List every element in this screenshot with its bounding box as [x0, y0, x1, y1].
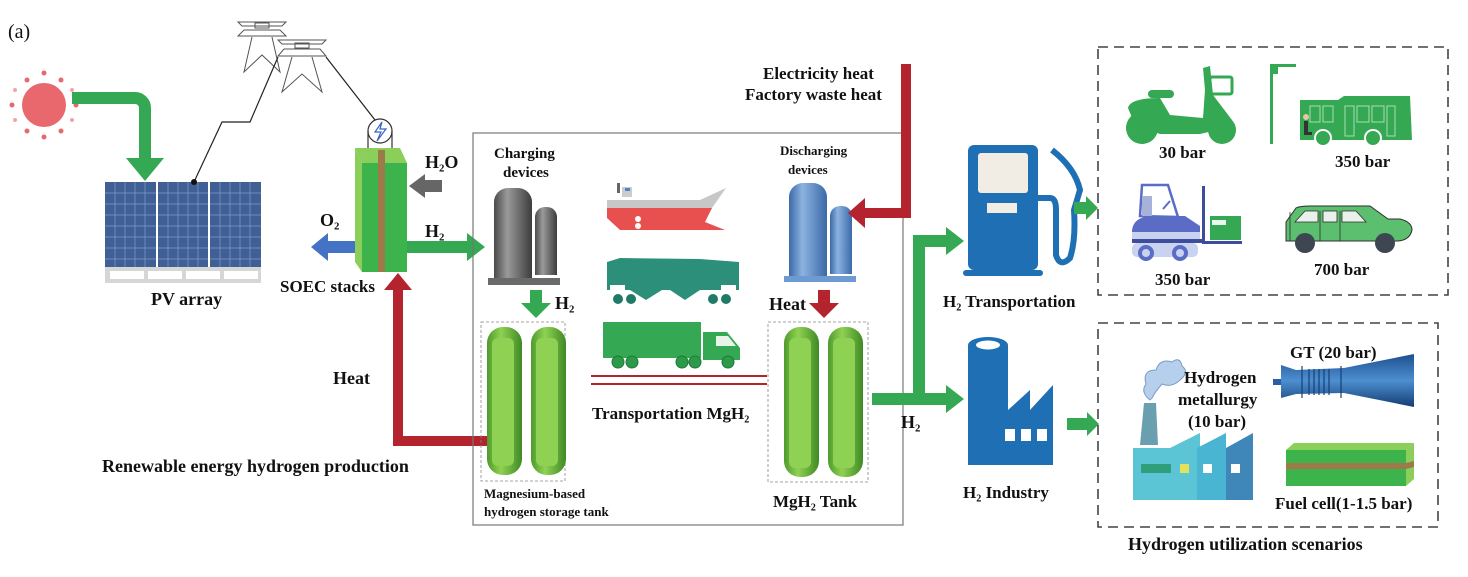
mg-tank-frame [480, 321, 566, 482]
h2-supply-label: H₂ [425, 221, 444, 241]
mg-tank-label-1: Magnesium-based [484, 486, 586, 501]
panel-tag: (a) [8, 21, 30, 43]
sunlight-arrow [72, 92, 151, 158]
forklift-pressure: 350 bar [1155, 270, 1211, 289]
metallurgy-label-2: metallurgy [1178, 390, 1258, 409]
discharging-label-2: devices [788, 162, 828, 177]
h2-transportation-label: H₂ Transportation [943, 292, 1076, 311]
forklift-icon [1132, 183, 1242, 261]
transport-scenarios-box [1097, 46, 1449, 296]
heat-return-arrowhead [384, 273, 412, 290]
heat-source-label-2: Factory waste heat [745, 85, 882, 104]
o2-outlet-arrow [311, 233, 355, 261]
mgh2-tank-frame [767, 321, 869, 483]
discharge-heat-label: Heat [769, 294, 806, 314]
sunlight-arrowhead [126, 158, 164, 181]
pv-array-label: PV array [151, 289, 222, 309]
pv-array-icon [105, 182, 261, 283]
mgh2-tank-icon [784, 327, 863, 477]
storage-transport-box [472, 132, 904, 526]
transport-outlet-arrow [1074, 196, 1098, 220]
discharging-label-1: Discharging [780, 143, 848, 158]
fuel-cell-icon [1286, 443, 1414, 486]
mg-storage-tank-icon [487, 327, 566, 475]
h2o-label: H₂O [425, 152, 458, 172]
charging-label-1: Charging [494, 146, 555, 162]
charging-label-2: devices [503, 165, 549, 181]
sun-icon [9, 70, 79, 140]
external-heat-arrowhead [848, 198, 865, 228]
metallurgy-factory-icon [1133, 359, 1253, 500]
power-line [193, 56, 279, 183]
bus-pressure: 350 bar [1335, 152, 1391, 171]
discharge-heat-arrow [809, 290, 839, 318]
heat-label: Heat [333, 368, 370, 388]
power-tower-icon [236, 21, 328, 94]
fuel-cell-label: Fuel cell(1-1.5 bar) [1275, 494, 1412, 513]
h2o-inlet-arrow [409, 174, 442, 198]
mgh2-tank-label: MgH₂ Tank [773, 492, 858, 511]
external-heat-line [862, 64, 911, 218]
mg-tank-label-2: hydrogen storage tank [484, 504, 609, 519]
h2-supply-arrow [407, 233, 485, 261]
transport-mgh2-label: Transportation MgH₂ [592, 404, 749, 423]
discharging-device-icon [784, 183, 856, 282]
scooter-pressure: 30 bar [1159, 143, 1206, 162]
fuel-pump-icon [963, 145, 1084, 276]
industry-outlet-arrow [1067, 412, 1099, 436]
bus-icon [1270, 64, 1412, 147]
car-icon [1285, 205, 1413, 253]
heat-source-label-1: Electricity heat [763, 64, 874, 83]
factory-icon [968, 337, 1053, 465]
soec-label: SOEC stacks [280, 277, 375, 296]
outlet-h2-label: H₂ [901, 412, 920, 432]
metallurgy-label-3: (10 bar) [1188, 412, 1246, 431]
power-line-soec [325, 56, 376, 121]
truck-icon [603, 322, 740, 369]
heat-return-line [393, 288, 488, 446]
charging-h2-label: H₂ [555, 293, 574, 313]
scooter-icon [1126, 66, 1236, 144]
industry-scenarios-box [1097, 322, 1439, 528]
h2-distribution-arrows [872, 227, 964, 413]
charging-h2-arrow [521, 290, 551, 318]
soec-stack-icon [355, 148, 407, 272]
metallurgy-label-1: Hydrogen [1184, 368, 1257, 387]
ship-icon [607, 183, 726, 230]
utilization-section-label: Hydrogen utilization scenarios [1128, 534, 1363, 554]
h2-industry-label: H₂ Industry [963, 483, 1049, 502]
production-section-label: Renewable energy hydrogen production [102, 456, 409, 476]
gas-turbine-icon [1273, 354, 1414, 407]
power-source-icon [367, 118, 393, 150]
car-pressure: 700 bar [1314, 260, 1370, 279]
charging-device-icon [488, 188, 560, 285]
o2-label: O₂ [320, 210, 339, 230]
gt-label: GT (20 bar) [1290, 343, 1377, 362]
transport-route-lines [591, 375, 767, 385]
pv-connection-dot [191, 179, 197, 185]
train-wagon-icon [607, 258, 739, 304]
